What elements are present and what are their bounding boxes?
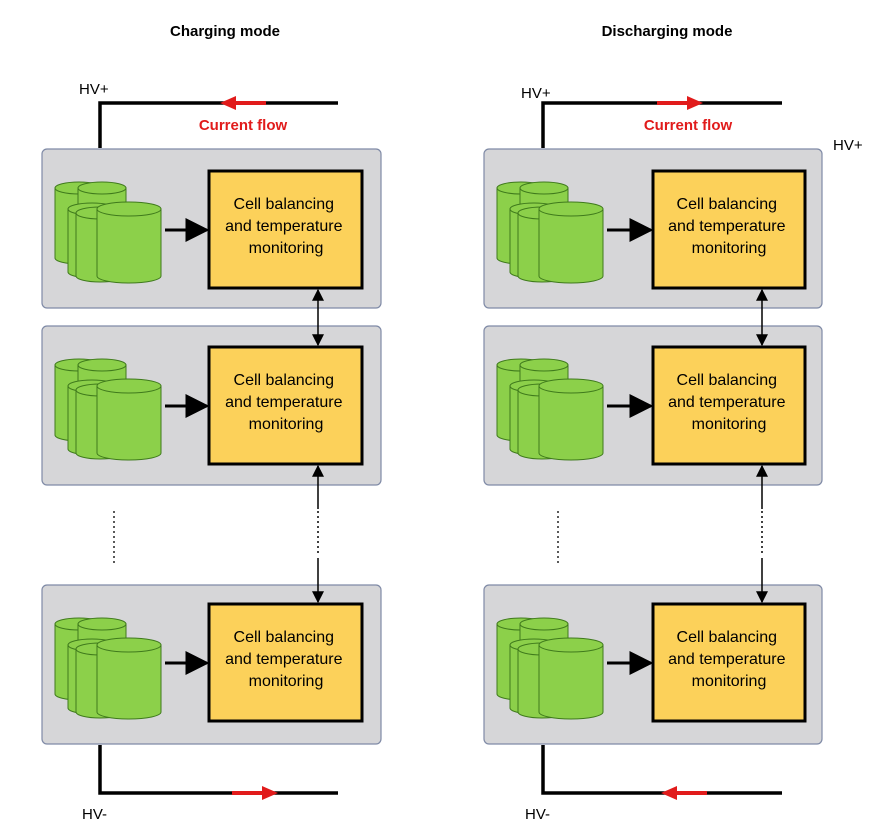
controller-box — [651, 169, 807, 290]
controller-label: Cell balancing and temperature monitorin… — [668, 629, 790, 690]
controller-box — [207, 169, 364, 290]
panel-title: Charging mode — [170, 23, 280, 40]
battery-cells-icon — [54, 617, 162, 720]
current-flow-arrow-bottom — [661, 786, 707, 800]
current-flow-arrow-top — [220, 96, 266, 110]
controller-label: Cell balancing and temperature monitorin… — [668, 372, 790, 433]
controller-label: Cell balancing and temperature monitorin… — [225, 629, 347, 690]
hv-minus-label: HV- — [82, 806, 107, 823]
current-flow-arrow-bottom — [232, 786, 278, 800]
discharging-panel: Discharging mode HV+ HV+ Current flow — [483, 23, 863, 823]
battery-cells-icon — [496, 617, 604, 720]
battery-module: Cell balancing and temperature monitorin… — [41, 584, 382, 745]
current-flow-label: Current flow — [199, 117, 288, 134]
hv-plus-label-right: HV+ — [833, 137, 863, 154]
battery-module: Cell balancing and temperature monitorin… — [483, 584, 823, 745]
battery-module: Cell balancing and temperature monitorin… — [483, 325, 823, 486]
panel-title: Discharging mode — [602, 23, 733, 40]
hv-plus-label: HV+ — [79, 81, 109, 98]
controller-label: Cell balancing and temperature monitorin… — [225, 372, 347, 433]
battery-cells-icon — [496, 358, 604, 461]
controller-box — [651, 602, 807, 723]
controller-box — [207, 602, 364, 723]
battery-cells-icon — [496, 181, 604, 284]
battery-module: Cell balancing and temperature monitorin… — [41, 148, 382, 309]
charging-panel: Charging mode HV+ Current flow — [41, 23, 382, 823]
current-flow-label: Current flow — [644, 117, 733, 134]
controller-box — [207, 345, 364, 466]
battery-cells-icon — [54, 358, 162, 461]
controller-label: Cell balancing and temperature monitorin… — [668, 196, 790, 257]
controller-label: Cell balancing and temperature monitorin… — [225, 196, 347, 257]
battery-cells-icon — [54, 181, 162, 284]
hv-plus-label: HV+ — [521, 85, 551, 102]
battery-module: Cell balancing and temperature monitorin… — [41, 325, 382, 486]
hv-minus-wire — [98, 745, 338, 795]
controller-box — [651, 345, 807, 466]
current-flow-arrow-top — [657, 96, 703, 110]
battery-module: Cell balancing and temperature monitorin… — [483, 148, 823, 309]
hv-minus-label: HV- — [525, 806, 550, 823]
hv-minus-wire — [541, 745, 782, 795]
